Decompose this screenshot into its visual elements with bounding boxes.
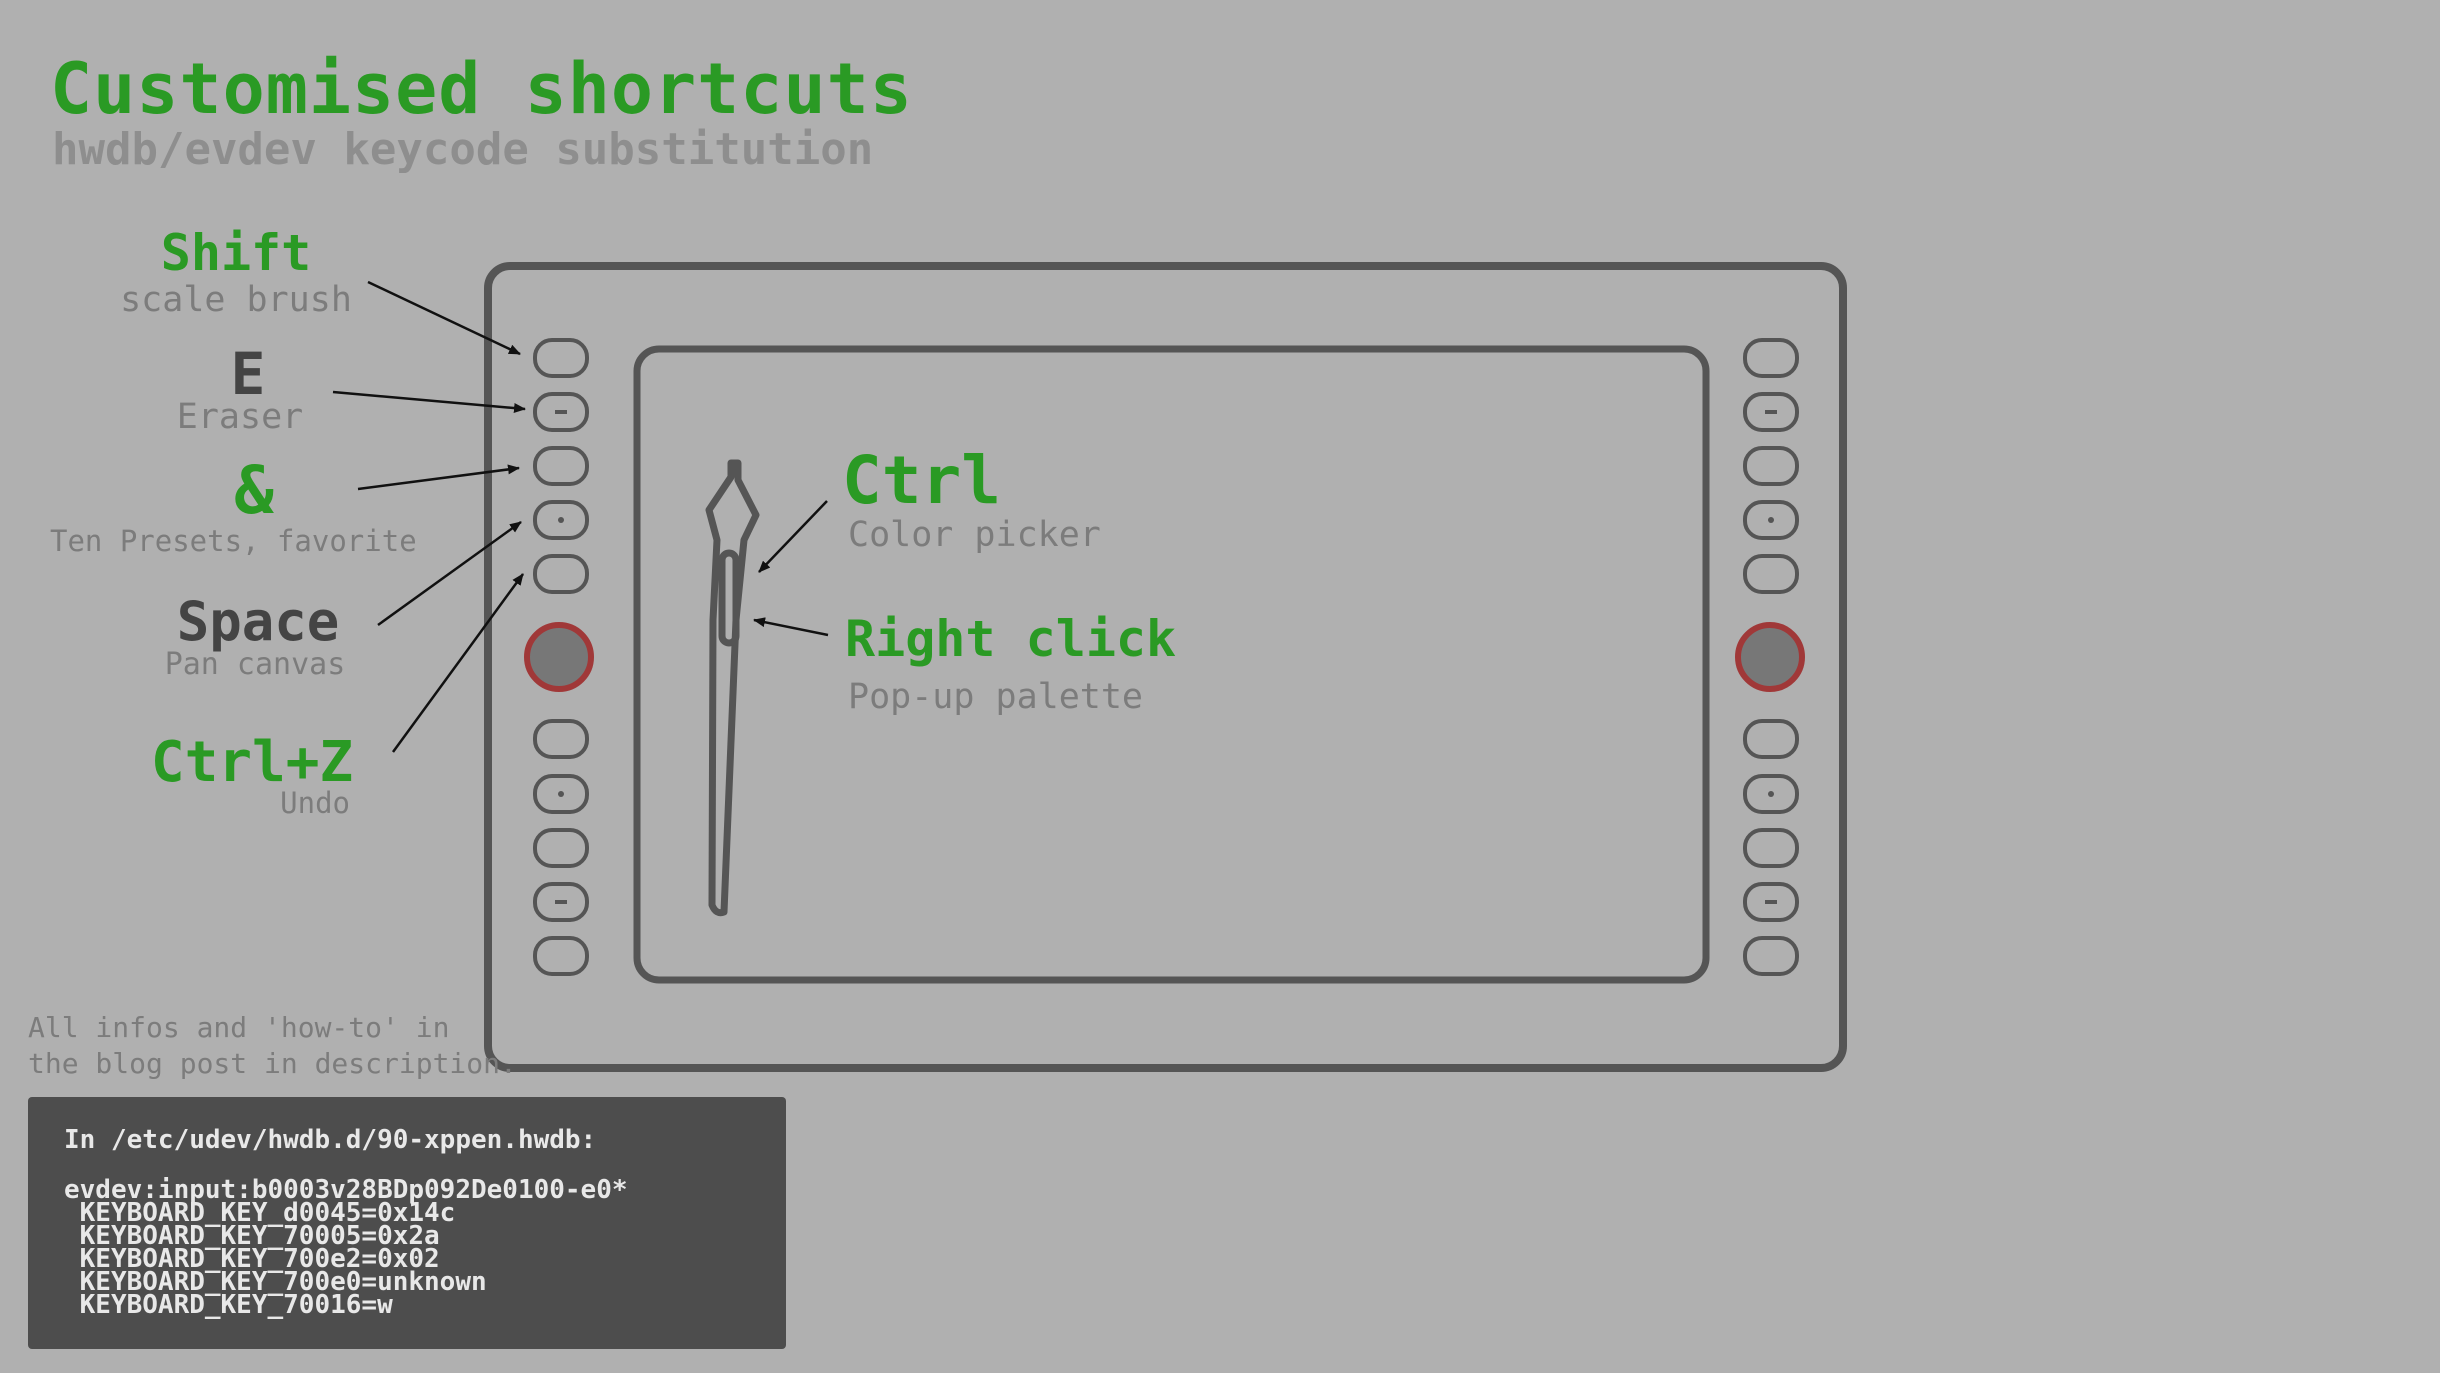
arrow-ampersand [357,464,520,491]
hwdb-config-box: In /etc/udev/hwdb.d/90-xppen.hwdb: evdev… [28,1097,786,1349]
config-line: evdev:input:b0003v28BDp092De0100-e0* [64,1175,628,1205]
config-line: KEYBOARD_KEY_70016=w [64,1290,393,1320]
e-key-label: E [230,340,266,408]
left-dial [524,622,594,692]
left-key-4 [533,500,589,540]
arrow-right-click [753,617,829,637]
arrow-space [377,520,522,627]
right-dial [1735,622,1805,692]
footer-note-line-1: All infos and 'how-to' in [28,1011,450,1044]
space-key-label: Space [176,590,340,653]
arrow-e [332,390,526,414]
right-key-8 [1743,828,1799,868]
config-line: KEYBOARD_KEY_700e0=unknown [64,1267,487,1297]
right-key-6 [1743,719,1799,759]
left-key-1 [533,338,589,378]
left-key-5 [533,554,589,594]
right-key-marks [1765,410,1777,904]
shift-key-label: Shift [160,224,312,282]
left-key-10 [533,936,589,976]
footer-note: All infos and 'how-to' in the blog post … [28,1010,517,1082]
right-key-2 [1743,392,1799,432]
shift-key-desc: scale brush [120,280,352,320]
right-key-4 [1743,500,1799,540]
pen-right-click-label: Right click [845,610,1177,668]
right-key-5 [1743,554,1799,594]
arrow-shift [367,280,521,356]
e-key-desc: Eraser [176,397,304,437]
space-key-desc: Pan canvas [164,647,346,682]
config-line: KEYBOARD_KEY_d0045=0x14c [64,1198,456,1228]
pen-ctrl-desc: Color picker [848,515,1101,555]
footer-note-line-2: the blog post in description. [28,1047,517,1080]
pen-ctrl-label: Ctrl [842,442,1001,519]
right-key-10 [1743,936,1799,976]
left-key-6 [533,719,589,759]
tablet-body [484,262,1847,1072]
left-key-marks [555,410,567,904]
left-key-7 [533,774,589,814]
left-key-8 [533,828,589,868]
arrow-ctrl [758,500,828,573]
callout-arrows [332,280,829,753]
left-express-keys [533,338,589,976]
ctrl-z-key-label: Ctrl+Z [150,730,354,795]
drawing-area [633,345,1710,984]
right-express-keys [1743,338,1799,976]
left-key-3 [533,446,589,486]
arrow-ctrl-z [391,573,525,753]
left-key-9 [533,882,589,922]
ampersand-key-desc: Ten Presets, favorite [50,524,417,558]
ctrl-z-key-desc: Undo [280,786,350,820]
config-line: KEYBOARD_KEY_700e2=0x02 [64,1244,440,1274]
page-subtitle: hwdb/evdev keycode substitution [52,124,874,175]
stylus-icon [705,459,760,917]
pen-right-click-desc: Pop-up palette [848,677,1144,717]
right-key-3 [1743,446,1799,486]
right-key-1 [1743,338,1799,378]
page-title: Customised shortcuts [50,48,913,130]
left-key-2 [533,392,589,432]
config-path: In /etc/udev/hwdb.d/90-xppen.hwdb: [64,1125,597,1155]
right-key-7 [1743,774,1799,814]
right-key-9 [1743,882,1799,922]
config-line: KEYBOARD_KEY_70005=0x2a [64,1221,440,1251]
ampersand-key-label: & [234,452,274,529]
